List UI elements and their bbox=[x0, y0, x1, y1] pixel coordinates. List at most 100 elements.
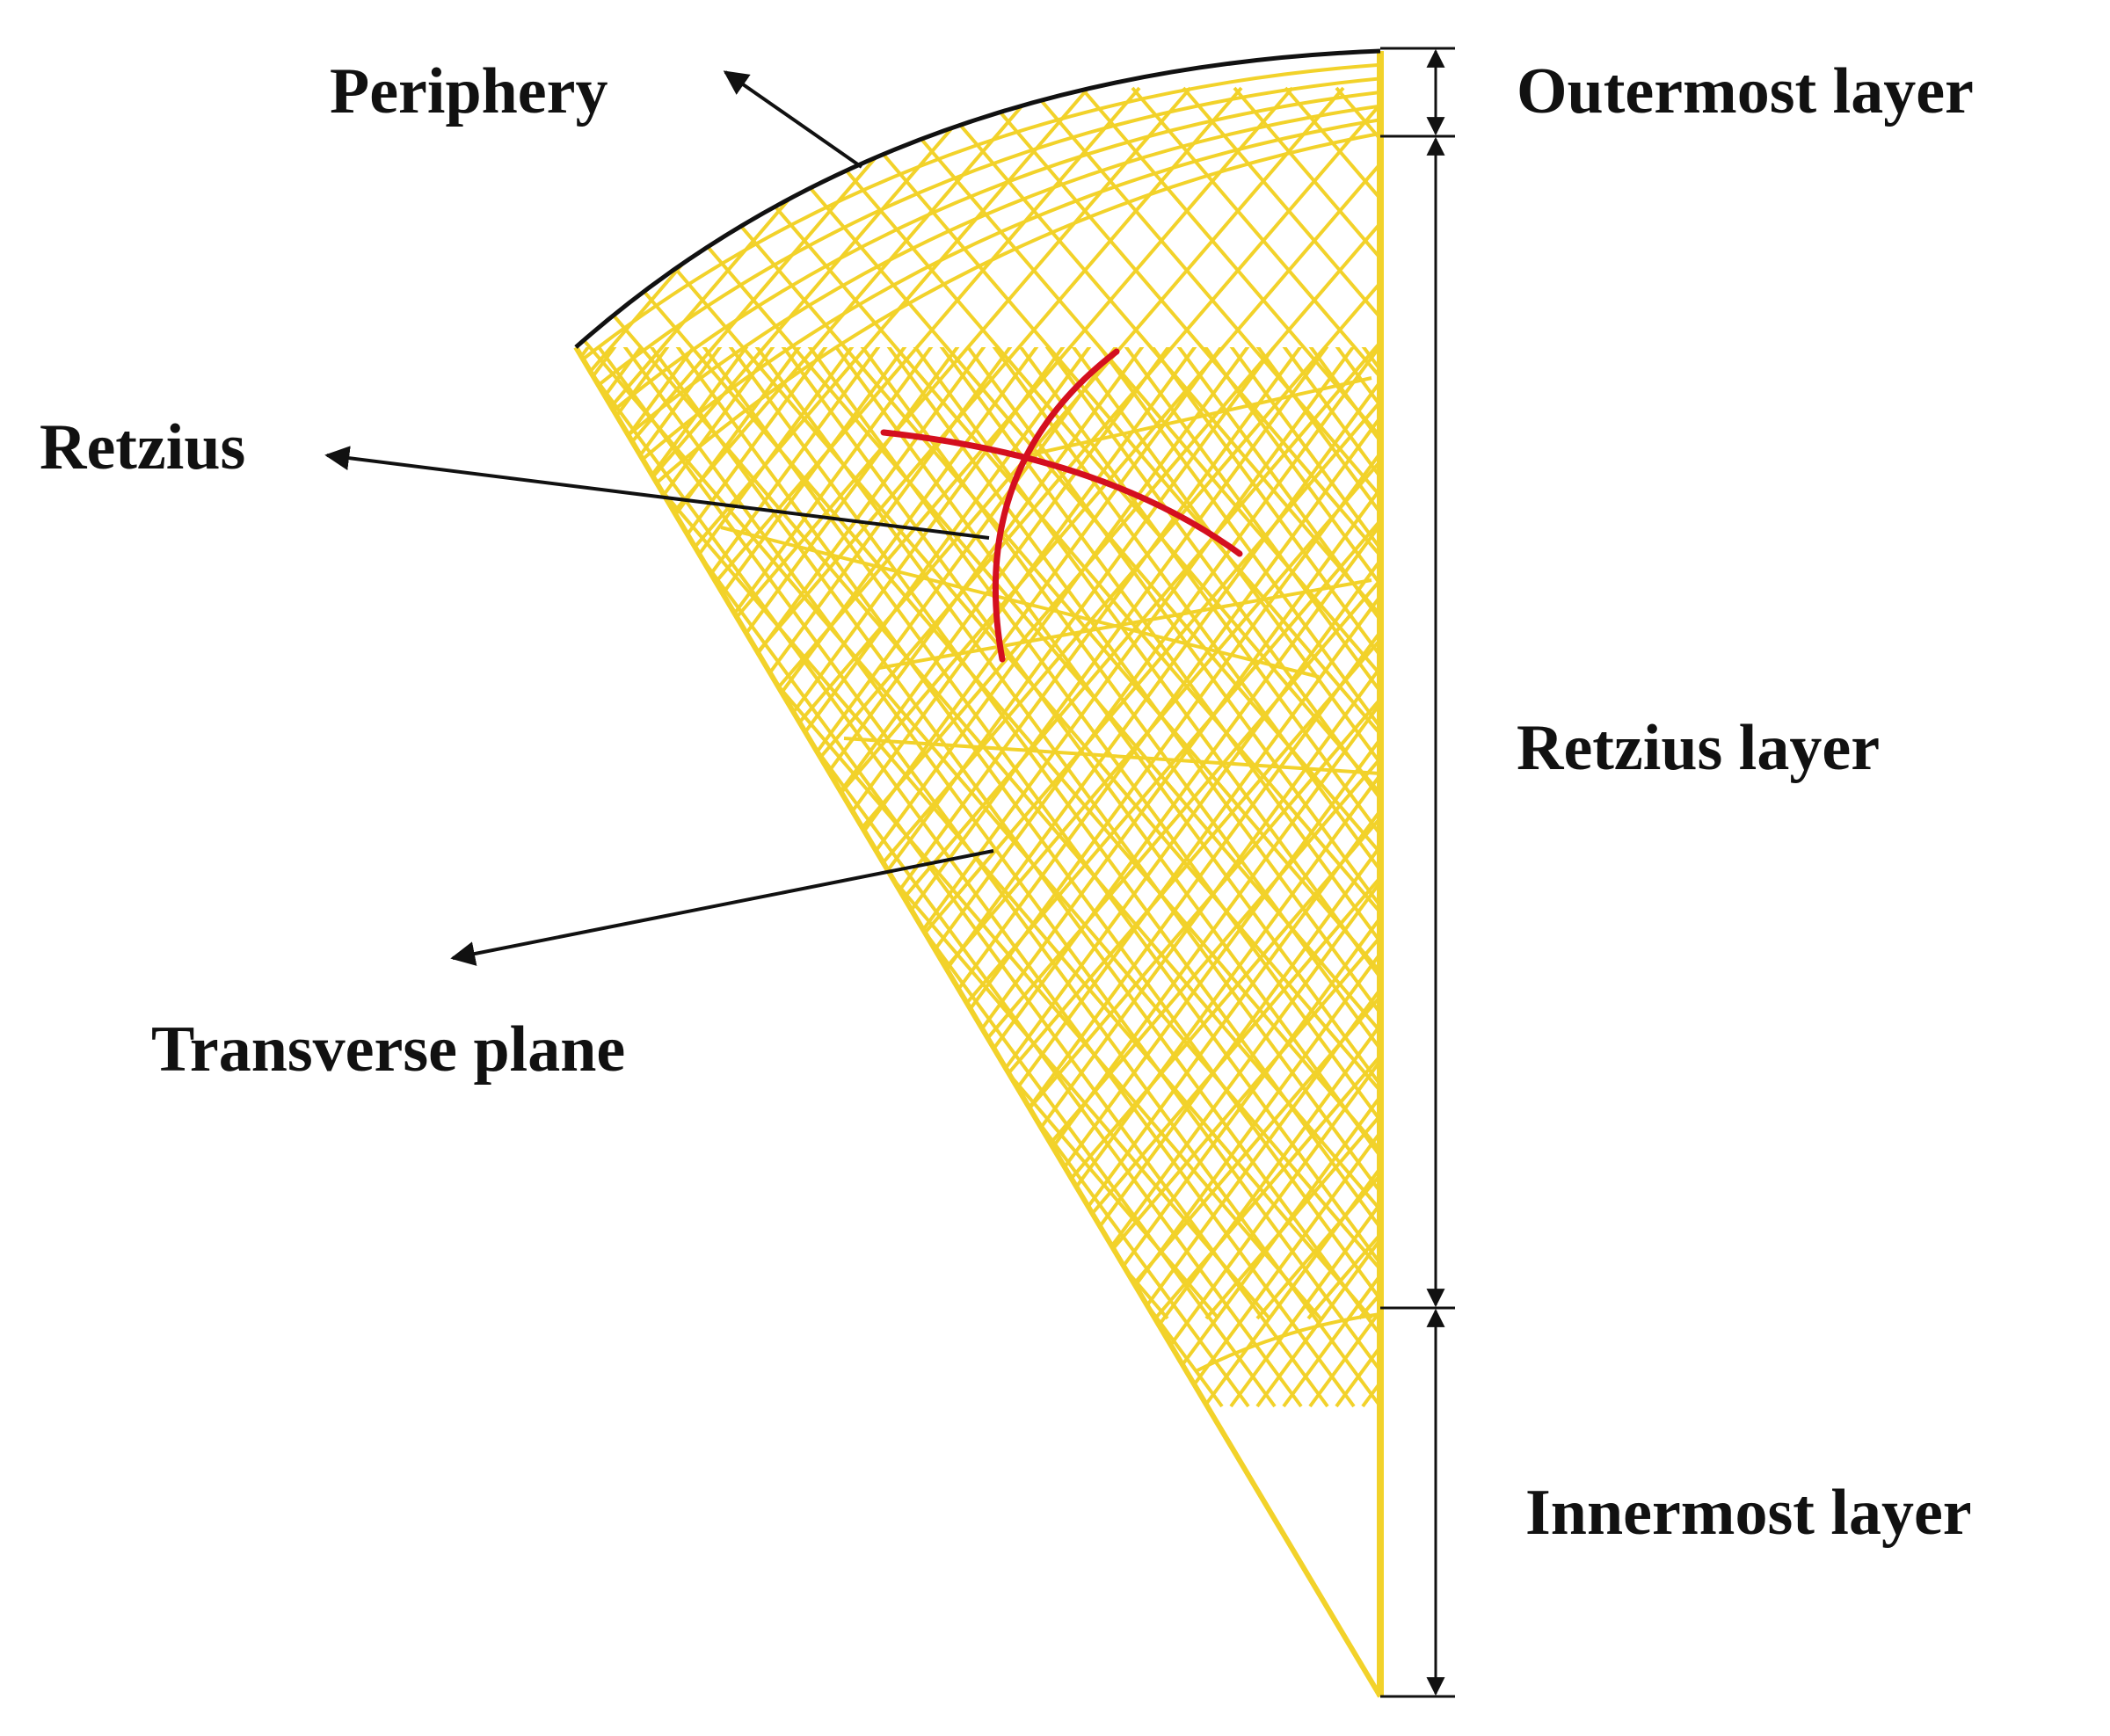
dense-prism-line-b bbox=[1996, 334, 2110, 1406]
prism-line-a bbox=[1387, 88, 2110, 1318]
periphery-arrow bbox=[723, 70, 863, 169]
dense-prism-line-b bbox=[576, 347, 1180, 1408]
dense-prism-line-b bbox=[1389, 334, 2110, 1406]
prism-line-b bbox=[1665, 88, 2110, 1318]
dense-prism-line-a bbox=[576, 347, 591, 1408]
dense-prism-line-b bbox=[2048, 334, 2110, 1406]
dense-prism-line-a bbox=[1009, 347, 1380, 1408]
dense-prism-line-a bbox=[0, 334, 193, 1406]
dense-prism-line-b bbox=[576, 347, 679, 1408]
dense-prism-line-b bbox=[1864, 334, 2110, 1406]
prism-line-a bbox=[1744, 88, 2110, 1318]
prism-line-a bbox=[1284, 86, 1380, 1320]
prism-line-a bbox=[0, 88, 556, 1318]
dense-prism-line-a bbox=[877, 347, 1380, 1408]
prism-line-a bbox=[978, 86, 1380, 1320]
dense-prism-line-a bbox=[0, 334, 431, 1406]
prism-line-b bbox=[576, 86, 784, 1320]
prism-line-b bbox=[576, 86, 1090, 1320]
dense-prism-line-a bbox=[587, 347, 1380, 1408]
dense-prism-line-a bbox=[1433, 334, 2110, 1406]
dense-prism-line-b bbox=[0, 334, 519, 1406]
dense-prism-line-a bbox=[983, 347, 1380, 1408]
prism-line-a bbox=[0, 88, 352, 1318]
dense-prism-line-a bbox=[1352, 347, 1380, 1408]
prism-line-a bbox=[1182, 86, 1380, 1320]
dense-prism-line-a bbox=[0, 334, 114, 1406]
prism-line-b bbox=[1410, 88, 2110, 1318]
dense-prism-line-b bbox=[576, 347, 942, 1408]
dense-prism-line-a bbox=[719, 347, 1380, 1408]
transverse-plane-label: Transverse plane bbox=[151, 1013, 625, 1086]
prism-line-b bbox=[1255, 86, 1380, 1320]
prism-line-b bbox=[1461, 88, 2110, 1318]
dense-prism-line-a bbox=[0, 334, 273, 1406]
dense-prism-line-a bbox=[0, 334, 536, 1406]
dense-prism-line-a bbox=[1379, 347, 1380, 1408]
dense-prism-line-b bbox=[576, 347, 890, 1408]
prism-line-a bbox=[576, 86, 812, 1320]
prism-line-a bbox=[1335, 86, 1380, 1320]
dense-prism-line-a bbox=[1299, 347, 1380, 1408]
dense-prism-line-b bbox=[1837, 334, 2110, 1406]
prism-line-b bbox=[644, 86, 1380, 1320]
periphery-arc bbox=[574, 48, 1381, 349]
prism-line-a bbox=[1540, 88, 2110, 1318]
dense-prism-line-b bbox=[2022, 334, 2110, 1406]
dense-prism-line-b bbox=[1732, 334, 2110, 1406]
prism-line-b bbox=[576, 86, 631, 1320]
prism-line-a bbox=[576, 86, 1373, 1320]
dense-prism-line-a bbox=[1670, 334, 2110, 1406]
dense-prism-line-a bbox=[0, 334, 484, 1406]
dense-prism-line-b bbox=[1361, 347, 1380, 1408]
dense-prism-line-a bbox=[0, 334, 404, 1406]
dense-prism-line-a bbox=[1618, 334, 2110, 1406]
prism-line-a bbox=[1131, 86, 1380, 1320]
dense-prism-line-b bbox=[1626, 334, 2110, 1406]
irregular-stroke bbox=[843, 737, 1380, 775]
pointer-arrows bbox=[324, 70, 994, 966]
dense-prism-line-a bbox=[1802, 334, 2110, 1406]
dense-prism-line-a bbox=[746, 347, 1380, 1408]
dense-prism-line-a bbox=[576, 347, 617, 1408]
dense-prism-line-b bbox=[576, 347, 863, 1408]
dense-prism-line-a bbox=[1697, 334, 2110, 1406]
dense-prism-line-a bbox=[0, 334, 457, 1406]
outer-band-arc bbox=[576, 62, 1380, 377]
prism-line-b bbox=[1512, 88, 2110, 1318]
dense-prism-line-a bbox=[0, 334, 378, 1406]
prism-line-b bbox=[1869, 88, 2110, 1318]
dense-prism-line-b bbox=[1176, 347, 1380, 1408]
irregular-stroke bbox=[878, 578, 1372, 670]
dense-prism-line-a bbox=[1644, 334, 2110, 1406]
dense-prism-line-b bbox=[576, 347, 705, 1408]
irregular-stroke bbox=[1019, 376, 1372, 459]
prism-line-a bbox=[576, 86, 1322, 1320]
dense-prism-line-b bbox=[576, 347, 1206, 1408]
dense-prism-line-b bbox=[576, 347, 1074, 1408]
prism-line-a bbox=[576, 86, 1380, 1320]
outer-band-arc bbox=[576, 76, 1380, 417]
dense-prism-line-a bbox=[1459, 334, 2110, 1406]
dense-prism-line-b bbox=[576, 347, 1153, 1408]
dense-prism-line-a bbox=[1088, 347, 1380, 1408]
dense-prism-line-b bbox=[1415, 334, 2110, 1406]
dense-prism-line-b bbox=[576, 347, 995, 1408]
transverse-plane-arrow bbox=[450, 849, 994, 966]
dense-prism-line-a bbox=[2013, 334, 2110, 1406]
prism-line-b bbox=[1563, 88, 2110, 1318]
dense-prism-line-a bbox=[1881, 334, 2110, 1406]
dense-prism-line-a bbox=[1591, 334, 2110, 1406]
dense-prism-line-a bbox=[614, 347, 1380, 1408]
dense-prism-line-a bbox=[576, 347, 644, 1408]
prism-line-a bbox=[576, 86, 659, 1320]
outer-band-arc bbox=[576, 130, 1380, 574]
dense-prism-line-b bbox=[1308, 347, 1380, 1408]
dense-prism-line-a bbox=[693, 347, 1380, 1408]
prism-line-b bbox=[576, 86, 733, 1320]
prism-line-a bbox=[723, 86, 1380, 1320]
dense-prism-line-a bbox=[2066, 334, 2110, 1406]
prism-line-a bbox=[927, 86, 1380, 1320]
enamel-sector-outline bbox=[573, 51, 1384, 1698]
dense-prism-line-b bbox=[0, 334, 571, 1406]
